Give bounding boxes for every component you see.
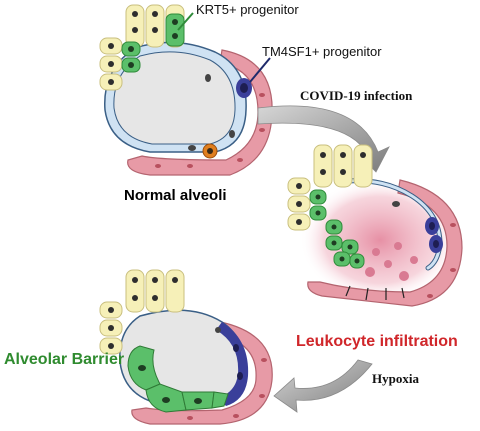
krt5-cells-normal (121, 13, 185, 73)
hypoxia-arrow (273, 359, 373, 413)
leukocyte-infiltration-label: Leukocyte infiltration (296, 333, 458, 350)
covid-infection-label: COVID-19 infection (300, 88, 413, 103)
krt5-callout-line (177, 12, 194, 31)
normal-alveoli-label: Normal alveoli (124, 187, 227, 204)
infection-arrow (257, 105, 390, 173)
capillary-infected (307, 179, 463, 307)
rbc-repaired (187, 358, 267, 420)
repaired-alveolus (99, 269, 273, 425)
normal-alveolus (99, 4, 273, 176)
lining-nuclei-normal (188, 74, 235, 151)
rbc-infected (427, 223, 456, 298)
tm4sf1-callout-line (249, 57, 271, 83)
airway-cells-repaired (99, 269, 185, 355)
barrier-nuclei (138, 365, 202, 404)
hypoxia-label: Hypoxia (372, 371, 419, 386)
infiltration-arrows (345, 285, 405, 301)
infected-alveolus (287, 144, 463, 307)
krt5-label: KRT5+ progenitor (196, 2, 299, 17)
leukocytes (365, 242, 418, 281)
inflammation-cloud (300, 178, 460, 302)
rbc-normal (155, 93, 265, 168)
alveolar-space-normal (113, 51, 236, 145)
capillary-repaired (131, 319, 273, 425)
airway-cells-infected (287, 144, 373, 231)
tm4sf1-lining (216, 322, 249, 406)
krt5-nuclei-infected (315, 194, 360, 264)
tm4sf1-label: TM4SF1+ progenitor (262, 44, 382, 59)
alveolar-barrier-label: Alveolar Barrier (4, 351, 124, 368)
